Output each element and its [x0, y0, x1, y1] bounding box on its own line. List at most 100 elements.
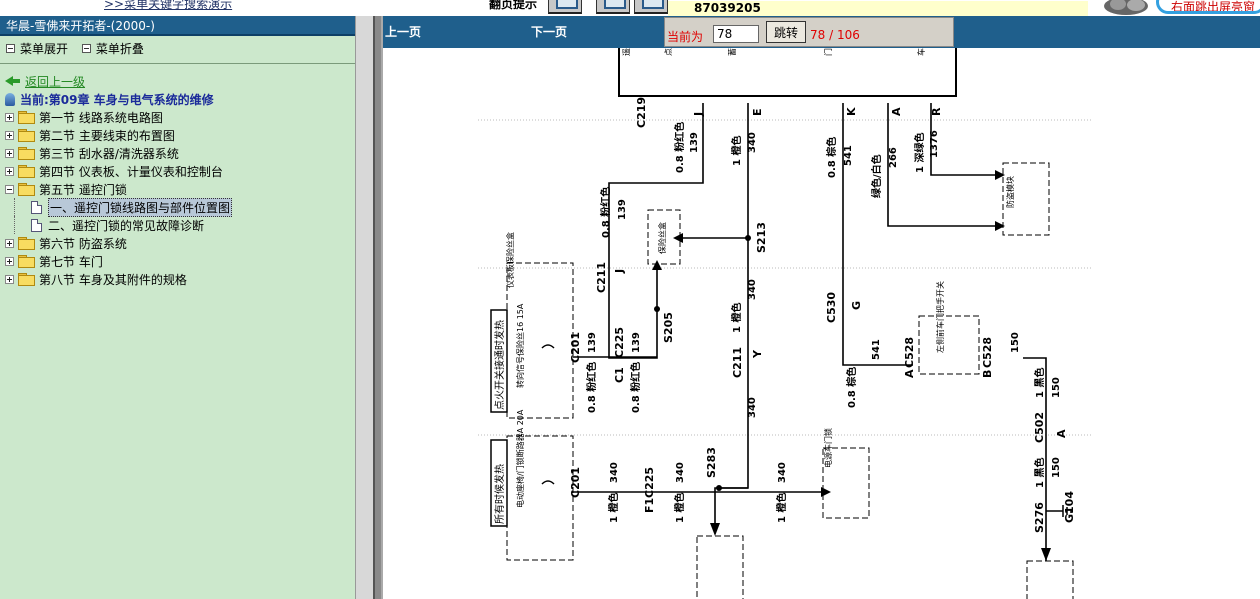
next-page-link[interactable]: 下一页 — [531, 25, 568, 39]
splice-points — [654, 235, 751, 491]
wire-label-brown-2: 0.8 棕色 — [845, 367, 858, 408]
tree-section-6[interactable]: 第六节 防盗系统 — [5, 234, 355, 252]
tree-section-3[interactable]: 第三节 刮水器/清洗器系统 — [5, 144, 355, 162]
pin-a-c502: A — [1055, 429, 1068, 438]
menu-collapse-button[interactable]: 菜单折叠 — [81, 40, 144, 57]
document-viewer: 遥控门锁模块 点火电压输入 蓄电池电输入 门锁输出 车门解锁输出 C219 J … — [383, 48, 1260, 599]
wire-labels: 0.8 粉红色 139 1 橙色 340 0.8 棕色 541 绿色/白色 26… — [673, 122, 940, 198]
tree-child-2[interactable]: 二、遥控门锁的常见故障诊断 — [5, 216, 355, 234]
ground-symbol-icon — [1062, 505, 1072, 517]
folder-icon — [18, 147, 35, 160]
wire-label-340-4: 340 — [609, 462, 620, 483]
wire-label-340-6: 340 — [777, 462, 788, 483]
wire-label-340-5: 340 — [675, 462, 686, 483]
tree-section-7[interactable]: 第七节 车门 — [5, 252, 355, 270]
frame-splitter[interactable] — [373, 16, 383, 599]
connector-c225: C225 — [613, 327, 626, 358]
top-strip: >>菜单关键字搜索演示 翻页提示 87039205 右面跳出屏亮窗 — [0, 0, 1260, 16]
prev-page-link[interactable]: 上一页 — [385, 25, 422, 39]
module-pin-2: 点火电压输入 — [663, 48, 673, 56]
turn-fuse-label: 转向信号保险丝16 15A — [515, 303, 525, 388]
wire-label-150-3: 150 — [1051, 457, 1062, 478]
toolbar-button-3[interactable] — [634, 0, 668, 14]
tree-section-2[interactable]: 第二节 主要线束的布置图 — [5, 126, 355, 144]
wire-label-num-4: 266 — [888, 147, 899, 168]
expand-plus-icon[interactable] — [5, 256, 14, 266]
menu-keyword-search-link[interactable]: >>菜单关键字搜索演示 — [104, 0, 233, 11]
power-door-lock-box — [822, 447, 870, 519]
current-page-label: 当前为 — [667, 30, 704, 44]
expand-plus-icon[interactable] — [5, 112, 14, 122]
collapse-minus-icon[interactable] — [5, 184, 14, 194]
module-pin-5: 车门解锁输出 — [916, 48, 926, 56]
wire-label-num-1: 139 — [689, 132, 700, 153]
wire-label-340-2: 340 — [747, 279, 758, 300]
pin-letter-j: J — [692, 112, 705, 117]
collapse-box-icon — [6, 44, 15, 53]
wire-paths — [573, 103, 1047, 561]
tree-section-label: 第五节 遥控门锁 — [39, 182, 127, 197]
tree-child-1[interactable]: 一、遥控门锁线路图与部件位置图 — [5, 197, 355, 217]
tree-section-label: 第七节 车门 — [39, 254, 103, 269]
tree-section-1[interactable]: 第一节 线路系统电路图 — [5, 108, 355, 126]
fuse-symbol-1 — [541, 344, 555, 349]
always-hot-box — [490, 439, 508, 527]
mascot-image — [1104, 0, 1148, 15]
folder-icon — [18, 111, 35, 124]
expand-plus-icon[interactable] — [5, 238, 14, 248]
tree-section-4[interactable]: 第四节 仪表板、计量仪表和控制台 — [5, 162, 355, 180]
pin-letter-r: R — [930, 107, 943, 116]
splice-s283: S283 — [705, 447, 718, 478]
toolbar-button-1[interactable] — [548, 0, 582, 14]
panel-fuse-box-label: 仪表板保险丝盒 — [505, 232, 515, 288]
wire-label-num-3: 541 — [843, 145, 854, 166]
module-pin-4: 门锁输出 — [823, 48, 833, 56]
page-fold-lines — [478, 119, 1091, 436]
connector-c211-j: C211 — [595, 262, 608, 293]
wire-label-color-1: 0.8 粉红色 — [673, 122, 686, 173]
back-arrow-icon — [5, 75, 21, 87]
wire-label-541-2: 541 — [871, 339, 882, 360]
expand-plus-icon[interactable] — [5, 130, 14, 140]
menu-expand-button[interactable]: 菜单展开 — [6, 40, 68, 57]
bottom-component-box-1 — [696, 535, 744, 599]
anti-theft-module-box — [1002, 162, 1050, 236]
wire-label-139-3: 139 — [587, 332, 598, 353]
pin-g: G — [850, 301, 863, 310]
connector-c528-b: C528 — [981, 337, 994, 368]
popup-window-button[interactable]: 右面跳出屏亮窗 — [1156, 0, 1260, 14]
wire-label-num-2: 340 — [747, 132, 758, 153]
expand-plus-icon[interactable] — [5, 274, 14, 284]
expand-plus-icon[interactable] — [5, 166, 14, 176]
pin-letter-k: K — [845, 107, 858, 116]
chapter-tree: 返回上一级 当前:第09章 车身与电气系统的维修 第一节 线路系统电路图 第二节… — [0, 64, 355, 288]
expand-plus-icon[interactable] — [5, 148, 14, 158]
current-chapter: 当前:第09章 车身与电气系统的维修 — [5, 90, 355, 108]
document-icon — [31, 200, 42, 214]
connector-c219: C219 — [635, 97, 648, 128]
fuse-symbol-2 — [541, 480, 555, 485]
pin-j: J — [613, 269, 626, 274]
wire-label-black-2: 1 黑色 — [1033, 458, 1046, 488]
tree-section-label: 第四节 仪表板、计量仪表和控制台 — [39, 164, 223, 179]
tree-section-label: 第八节 车身及其附件的规格 — [39, 272, 187, 287]
wire-label-color-3: 0.8 棕色 — [825, 137, 838, 178]
module-pin-1: 遥控门锁模块 — [621, 48, 631, 56]
wire-label-pink-3: 0.8 粉红色 — [585, 362, 598, 413]
tree-section-5[interactable]: 第五节 遥控门锁 — [5, 180, 355, 198]
tree-section-label: 第三节 刮水器/清洗器系统 — [39, 146, 179, 161]
page-count: 78 / 106 — [810, 28, 860, 42]
bottom-component-box-2 — [1026, 560, 1074, 599]
door-handle-switch-label: 左侧前车门把手开关 — [935, 281, 945, 353]
page-number-input[interactable] — [713, 25, 759, 43]
power-door-lock-label: 电源车门锁 — [823, 428, 833, 468]
tree-section-8[interactable]: 第八节 车身及其附件的规格 — [5, 270, 355, 288]
connector-c502: C502 — [1033, 412, 1046, 443]
jump-button[interactable]: 跳转 — [766, 21, 806, 43]
ground-g104: G104 — [1063, 491, 1076, 523]
back-link[interactable]: 返回上一级 — [5, 72, 355, 90]
wire-label-150-2: 150 — [1051, 377, 1062, 398]
toolbar-button-2[interactable] — [596, 0, 630, 14]
wire-label-orange-4: 1 橙色 — [673, 493, 686, 523]
wire-label-139-4: 139 — [631, 332, 642, 353]
